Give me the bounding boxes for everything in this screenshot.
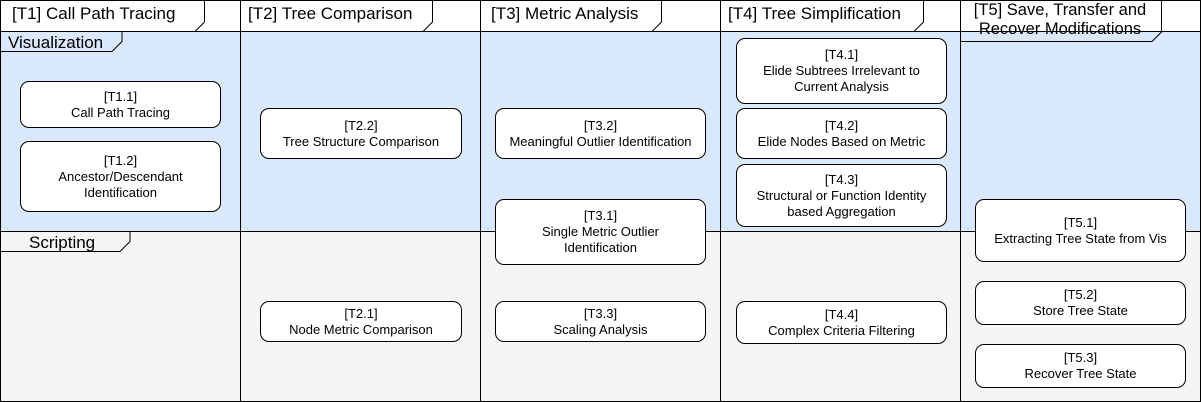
task-id: [T1.2] xyxy=(103,152,138,168)
task-label: Identification xyxy=(84,184,157,200)
column-divider xyxy=(240,0,241,402)
task-id: [T4.3] xyxy=(824,171,859,187)
task-label: Extracting Tree State from Vis xyxy=(994,230,1167,246)
task-id: [T5.2] xyxy=(1063,287,1098,302)
column-title-t5: [T5] Save, Transfer and Recover Modifica… xyxy=(962,1,1158,39)
column-divider xyxy=(960,0,961,402)
task-label: Structural or Function Identity xyxy=(756,187,927,203)
column-title-t5-line2: Recover Modifications xyxy=(978,20,1142,38)
task-label: Current Analysis xyxy=(794,79,889,94)
task-label: Complex Criteria Filtering xyxy=(768,322,915,338)
task-box-t4-4: [T4.4] Complex Criteria Filtering xyxy=(736,301,947,344)
task-label: Recover Tree State xyxy=(1024,366,1137,381)
task-box-t5-1: [T5.1] Extracting Tree State from Vis xyxy=(975,199,1186,262)
border-top xyxy=(0,0,1201,1)
column-title-t2: [T2] Tree Comparison xyxy=(248,4,413,23)
lane-label-visualization: Visualization xyxy=(8,33,104,52)
task-label: Call Path Tracing xyxy=(71,104,170,120)
task-id: [T3.3] xyxy=(583,305,618,321)
task-box-t1-1: [T1.1] Call Path Tracing xyxy=(20,81,221,128)
task-label: Node Metric Comparison xyxy=(289,321,433,337)
task-label: Elide Subtrees Irrelevant to xyxy=(763,63,920,78)
task-box-t3-2: [T3.2] Meaningful Outlier Identification xyxy=(495,108,706,159)
task-id: [T2.2] xyxy=(344,117,378,133)
task-label: Tree Structure Comparison xyxy=(282,133,440,149)
task-id: [T4.4] xyxy=(824,306,859,322)
task-label: Elide Nodes Based on Metric xyxy=(757,133,926,149)
task-label: Store Tree State xyxy=(1033,303,1128,318)
task-box-t3-3: [T3.3] Scaling Analysis xyxy=(495,301,706,342)
task-id: [T5.3] xyxy=(1063,350,1098,365)
lane-label-scripting: Scripting xyxy=(29,233,96,252)
column-divider xyxy=(480,0,481,402)
column-title-t3: [T3] Metric Analysis xyxy=(491,4,639,23)
task-box-t5-3: [T5.3] Recover Tree State xyxy=(975,344,1186,388)
task-box-t5-2: [T5.2] Store Tree State xyxy=(975,281,1186,325)
task-id: [T2.1] xyxy=(344,305,378,321)
task-box-t2-2: [T2.2] Tree Structure Comparison xyxy=(260,108,462,159)
task-label: based Aggregation xyxy=(787,203,896,219)
task-box-t4-1: [T4.1] Elide Subtrees Irrelevant to Curr… xyxy=(736,38,947,104)
column-title-t1: [T1] Call Path Tracing xyxy=(12,4,176,23)
task-box-t1-2: [T1.2] Ancestor/Descendant Identificatio… xyxy=(20,141,221,212)
column-title-t4: [T4] Tree Simplification xyxy=(728,4,901,23)
task-box-t2-1: [T2.1] Node Metric Comparison xyxy=(260,301,462,342)
task-id: [T5.1] xyxy=(1063,214,1098,230)
task-id: [T1.1] xyxy=(103,88,138,104)
task-id: [T3.2] xyxy=(583,117,618,133)
task-id: [T4.2] xyxy=(824,117,859,133)
task-id: [T4.1] xyxy=(824,47,859,62)
task-box-t4-3: [T4.3] Structural or Function Identity b… xyxy=(736,164,947,227)
column-title-t5-line1: [T5] Save, Transfer and xyxy=(973,1,1147,19)
task-label: Scaling Analysis xyxy=(553,321,648,337)
border-left xyxy=(0,0,1,402)
task-label: Ancestor/Descendant xyxy=(58,168,183,184)
task-box-t3-1: [T3.1] Single Metric Outlier Identificat… xyxy=(495,199,706,265)
task-box-t4-2: [T4.2] Elide Nodes Based on Metric xyxy=(736,108,947,159)
task-label: Meaningful Outlier Identification xyxy=(509,133,692,149)
task-label: Single Metric Outlier xyxy=(541,224,660,239)
task-id: [T3.1] xyxy=(583,208,618,223)
task-label: Identification xyxy=(564,240,637,255)
column-divider xyxy=(720,0,721,402)
